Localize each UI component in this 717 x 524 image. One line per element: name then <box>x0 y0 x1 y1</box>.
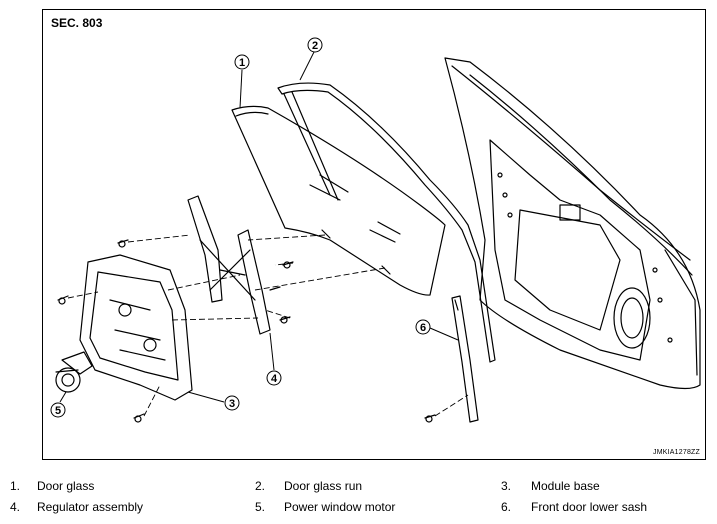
callout-1-label: 1 <box>239 57 245 69</box>
callout-leaders <box>59 51 459 403</box>
door-glass <box>231 105 446 296</box>
section-label: SEC. 803 <box>51 16 103 30</box>
legend-row-1: 1. Door glass 2. Door glass run 3. Modul… <box>0 478 717 494</box>
regulator-assembly <box>187 195 271 335</box>
legend-num: 2. <box>255 479 266 493</box>
legend-num: 1. <box>10 479 21 493</box>
bolts <box>57 239 436 423</box>
callout-5-label: 5 <box>55 405 61 417</box>
callout-2: 2 <box>307 37 323 53</box>
callout-3: 3 <box>224 395 240 411</box>
callout-6: 6 <box>415 319 431 335</box>
callout-4: 4 <box>266 370 282 386</box>
callout-5: 5 <box>50 402 66 418</box>
callout-circles: 1 2 3 4 5 6 <box>50 37 431 418</box>
legend-label: Door glass <box>37 479 95 493</box>
module-base <box>79 254 193 401</box>
callout-4-label: 4 <box>271 373 278 385</box>
callout-6-label: 6 <box>420 322 426 334</box>
callout-2-label: 2 <box>312 40 318 52</box>
assembly-lines <box>67 234 469 417</box>
exploded-view-illustration: 1 2 3 4 5 6 <box>50 37 701 423</box>
power-window-motor <box>55 351 93 393</box>
legend-row-2: 4. Regulator assembly 5. Power window mo… <box>0 499 717 515</box>
legend-label: Power window motor <box>284 500 396 514</box>
legend-label: Regulator assembly <box>37 500 144 514</box>
door-glass-run <box>277 82 496 363</box>
legend-num: 5. <box>255 500 266 514</box>
legend-num: 3. <box>501 479 512 493</box>
callout-1: 1 <box>234 54 250 70</box>
figure-code: JMKIA1278ZZ <box>653 449 700 456</box>
legend-num: 4. <box>10 500 21 514</box>
diagram-frame: SEC. 803 JMKIA1278ZZ <box>42 9 706 460</box>
door-panel <box>444 57 701 390</box>
legend-label: Front door lower sash <box>531 500 648 514</box>
legend-label: Module base <box>531 479 600 493</box>
legend-num: 6. <box>501 500 512 514</box>
callout-3-label: 3 <box>229 398 235 410</box>
front-door-lower-sash <box>451 295 479 423</box>
legend-label: Door glass run <box>284 479 363 493</box>
